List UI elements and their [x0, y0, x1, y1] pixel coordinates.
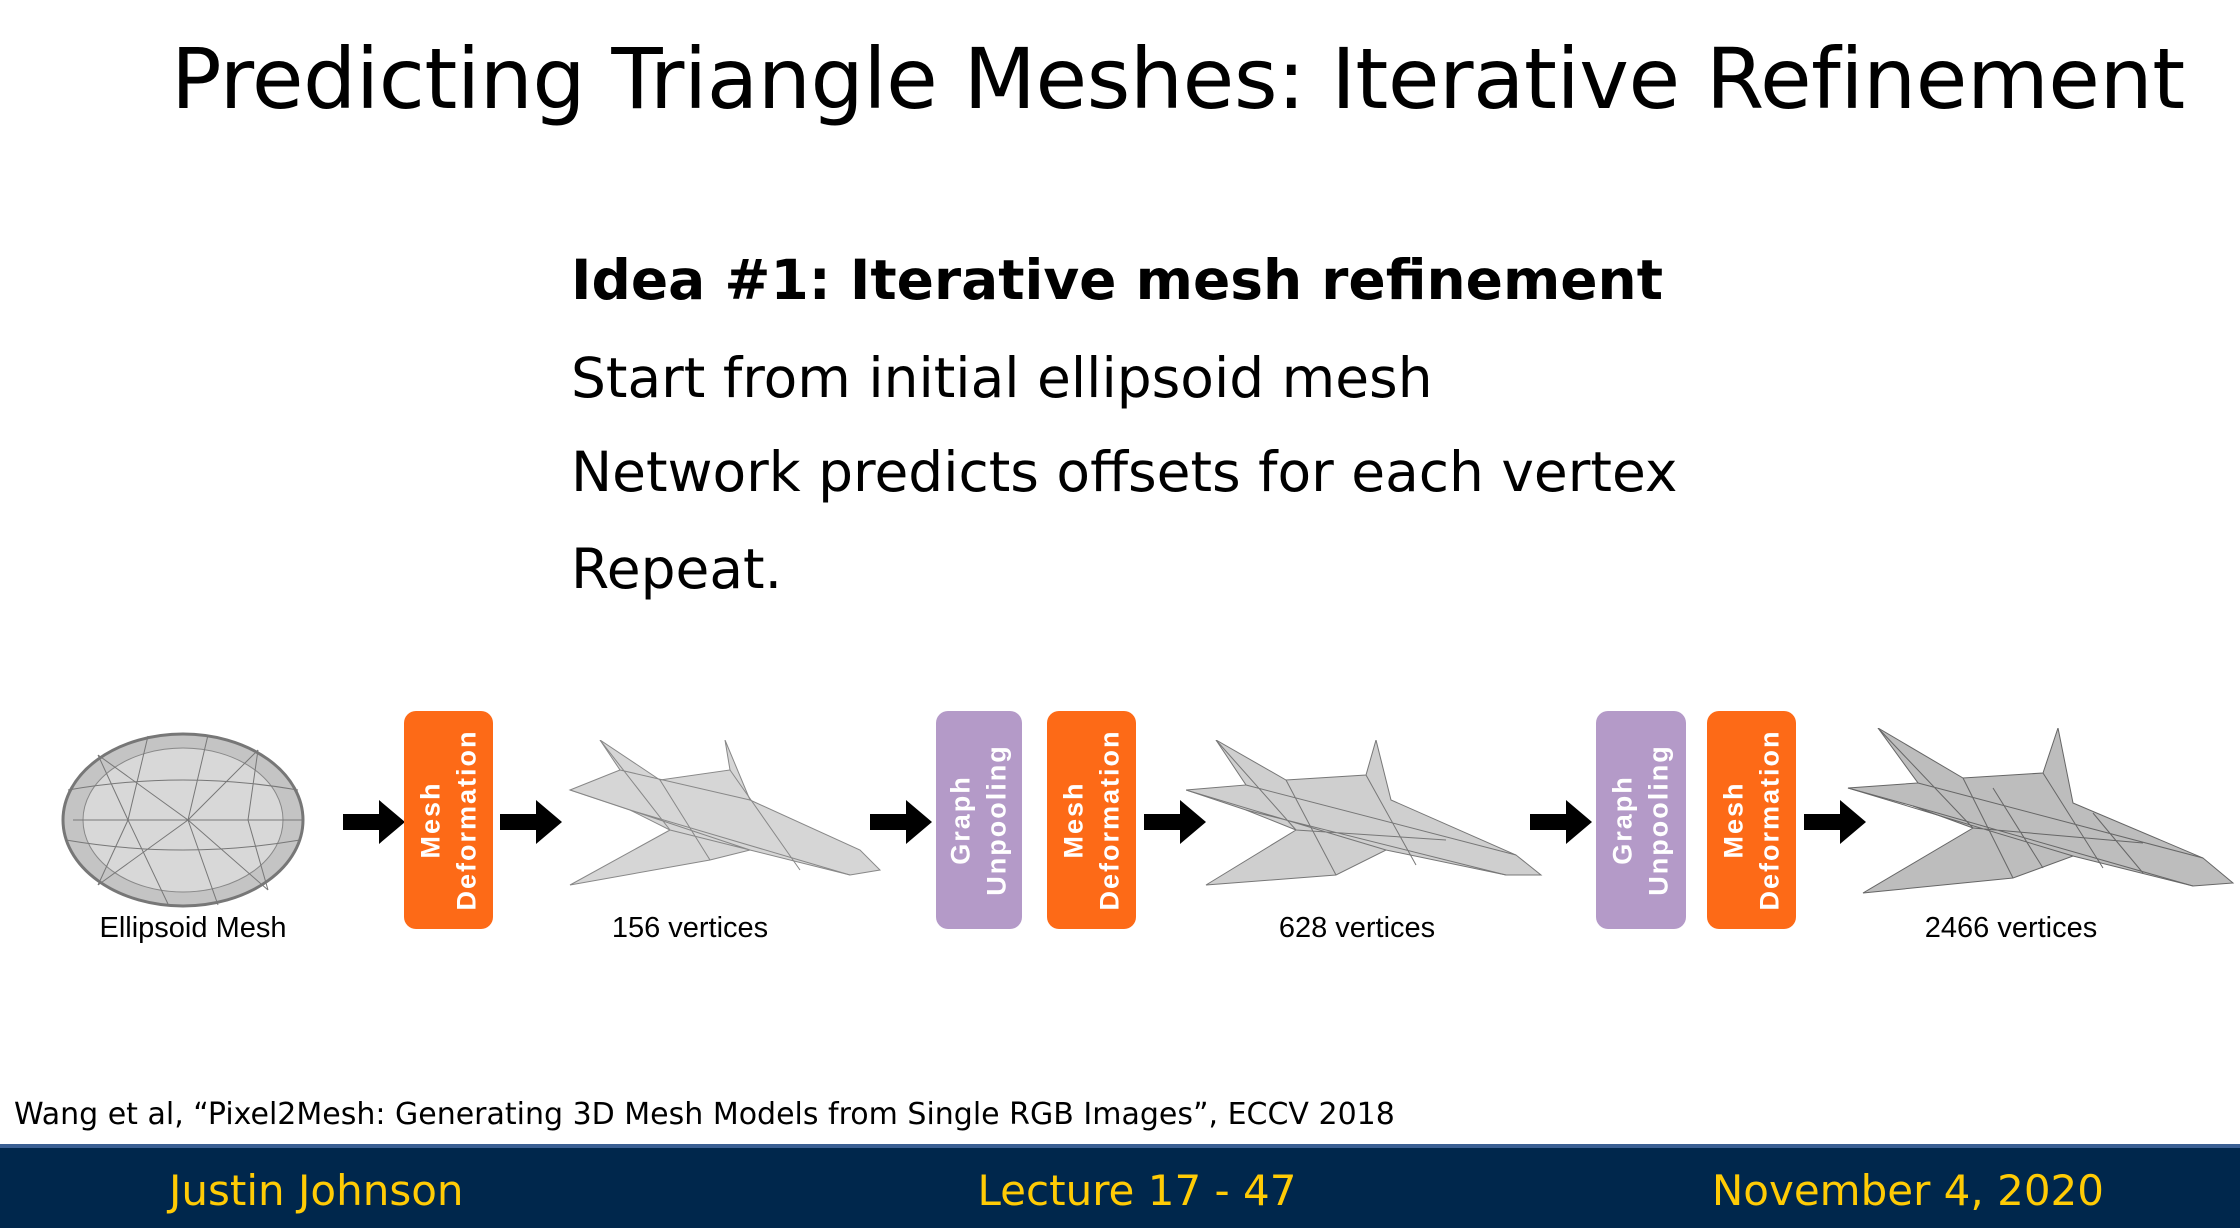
bullet-3: Repeat. [571, 537, 783, 601]
arrow-icon [1530, 800, 1592, 844]
arrow-icon [343, 800, 405, 844]
arrow-icon [500, 800, 562, 844]
block-label: Unpooling [1644, 744, 1674, 896]
block-label: Unpooling [982, 744, 1012, 896]
slide-title: Predicting Triangle Meshes: Iterative Re… [171, 30, 2185, 128]
block-label: Mesh [1718, 781, 1749, 859]
arrow-icon [870, 800, 932, 844]
airplane-mesh-156-image [568, 740, 882, 886]
citation: Wang et al, “Pixel2Mesh: Generating 3D M… [14, 1097, 1395, 1132]
label-628-vertices: 628 vertices [1278, 912, 1436, 944]
airplane-mesh-628-image [1186, 740, 1543, 886]
airplane-mesh-2466-image [1847, 728, 2235, 894]
bullet-1: Start from initial ellipsoid mesh [571, 346, 1433, 410]
arrow-icon [1144, 800, 1206, 844]
footer-lecture: Lecture 17 - 47 [977, 1166, 1297, 1215]
bullet-2: Network predicts offsets for each vertex [571, 440, 1678, 504]
footer-author: Justin Johnson [169, 1166, 464, 1215]
arrow-icon [1804, 800, 1866, 844]
ellipsoid-mesh-image [61, 732, 305, 908]
idea-heading: Idea #1: Iterative mesh refinement [571, 248, 1663, 312]
footer-bar [0, 1144, 2240, 1228]
block-label: Graph [1608, 775, 1638, 865]
label-156-vertices: 156 vertices [611, 912, 769, 944]
block-label: Mesh [415, 781, 446, 859]
block-label: Mesh [1058, 781, 1089, 859]
label-ellipsoid-mesh: Ellipsoid Mesh [99, 912, 287, 944]
footer-date: November 4, 2020 [1711, 1166, 2104, 1215]
block-label: Graph [946, 775, 976, 865]
block-label: Deformation [451, 729, 482, 911]
label-2466-vertices: 2466 vertices [1924, 912, 2098, 944]
block-label: Deformation [1094, 729, 1125, 911]
block-label: Deformation [1754, 729, 1785, 911]
